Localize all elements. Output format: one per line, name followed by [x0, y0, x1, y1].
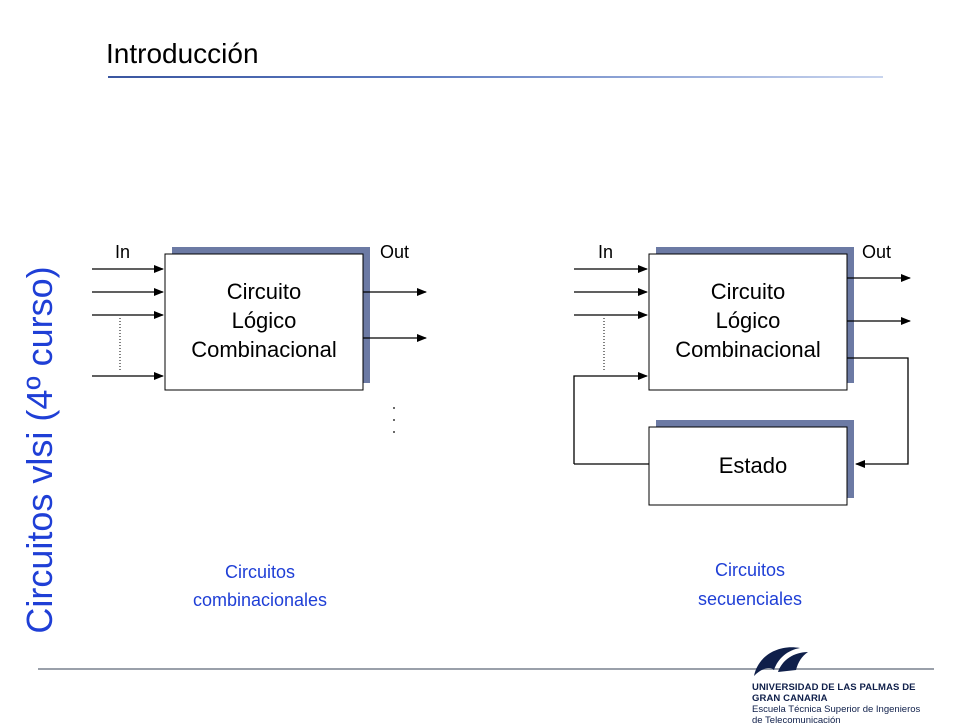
combinational-diagram: In Out Circuito Lógico Combinacional Cir… — [92, 242, 427, 610]
seq-caption-line-1: Circuitos — [715, 560, 785, 580]
university-logo-mark — [754, 647, 808, 676]
seq-logic-block — [648, 253, 848, 391]
state-block-label: Estado — [719, 453, 788, 478]
comb-input-arrows — [92, 265, 164, 380]
comb-logic-block — [164, 253, 364, 391]
state-block — [648, 426, 848, 506]
comb-caption-line-1: Circuitos — [225, 562, 295, 582]
seq-caption-line-2: secuenciales — [698, 589, 802, 609]
university-logo-text: UNIVERSIDAD DE LAS PALMAS DE GRAN CANARI… — [752, 682, 942, 726]
seq-output-arrows — [847, 274, 911, 468]
comb-block-line-1: Circuito — [227, 279, 302, 304]
comb-block-line-3: Combinacional — [191, 337, 337, 362]
seq-block-line-3: Combinacional — [675, 337, 821, 362]
seq-block-line-2: Lógico — [716, 308, 781, 333]
comb-output-ellipsis — [393, 407, 395, 433]
comb-caption-line-2: combinacionales — [193, 590, 327, 610]
sequential-diagram: In Out Circuito Lógico Combinacional Est… — [573, 242, 911, 609]
comb-in-label: In — [115, 242, 130, 262]
seq-input-arrows — [573, 265, 648, 464]
seq-in-label: In — [598, 242, 613, 262]
comb-out-label: Out — [380, 242, 409, 262]
logo-line-1: UNIVERSIDAD DE LAS PALMAS DE GRAN CANARI… — [752, 682, 916, 704]
seq-block-line-1: Circuito — [711, 279, 786, 304]
logo-line-3: de Telecomunicación — [752, 715, 841, 726]
seq-out-label: Out — [862, 242, 891, 262]
comb-block-line-2: Lógico — [232, 308, 297, 333]
title-underline — [108, 76, 883, 78]
footer-rule — [38, 668, 934, 670]
comb-output-arrows — [363, 288, 427, 342]
slide-title: Introducción — [106, 38, 259, 69]
logo-line-2: Escuela Técnica Superior de Ingenieros — [752, 704, 921, 715]
